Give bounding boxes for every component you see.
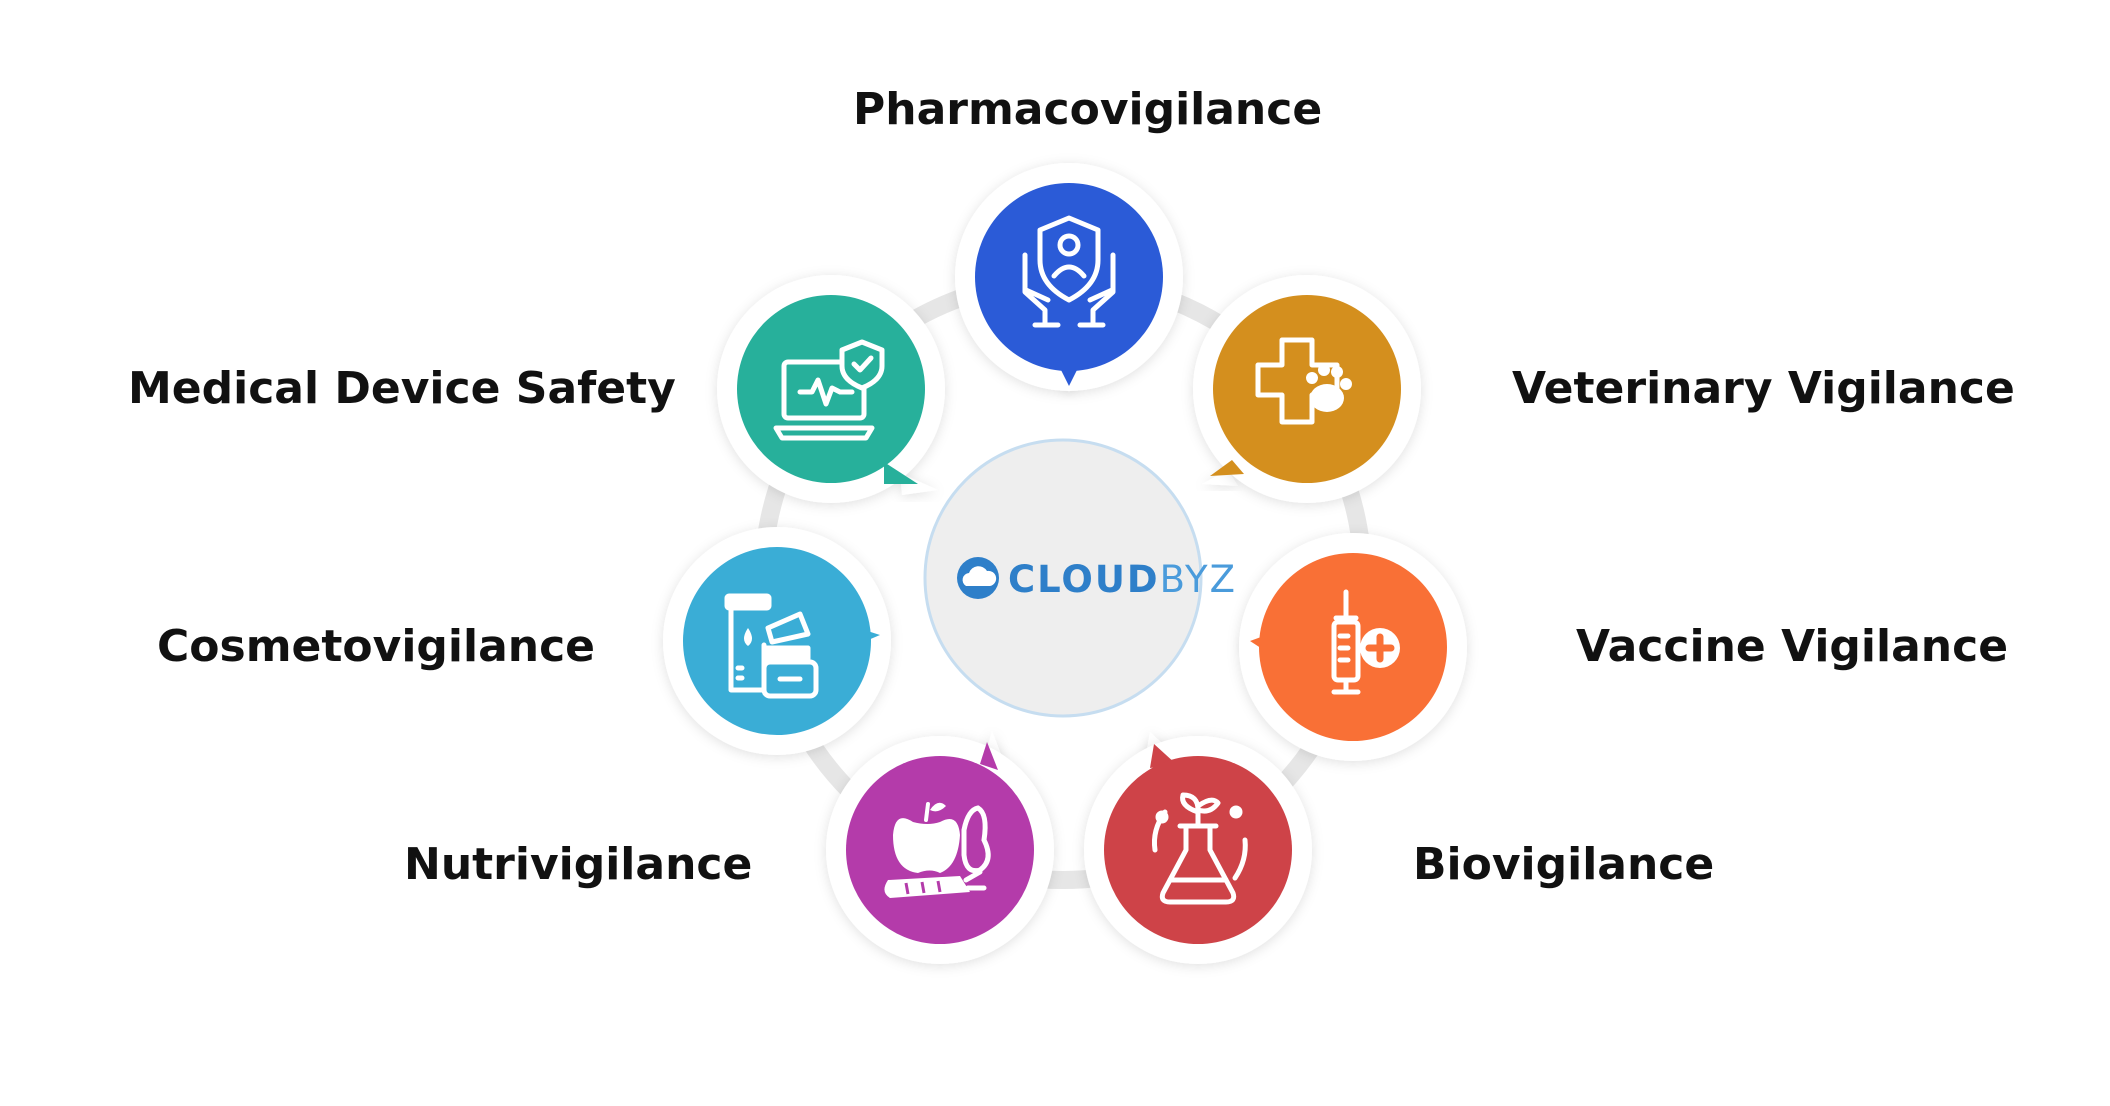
label-nutrivigilance: Nutrivigilance	[404, 839, 753, 890]
shield-hands-icon	[1022, 215, 1116, 328]
veterinary-vigilance-bubble	[1213, 295, 1401, 483]
fruit-vegetable-icon	[884, 802, 991, 898]
node-vaccine-vigilance	[1239, 533, 1467, 761]
pharmacovigilance-bubble	[975, 183, 1163, 371]
flask-plant-icon	[1152, 792, 1248, 905]
paw-cross-icon	[1255, 337, 1352, 425]
label-medical-device-safety: Medical Device Safety	[128, 363, 676, 414]
cloud-icon	[957, 557, 999, 599]
cosmetics-icon	[724, 593, 819, 699]
center-circle	[923, 438, 1203, 718]
label-veterinary-vigilance: Veterinary Vigilance	[1512, 363, 2015, 414]
syringe-icon	[1331, 589, 1361, 695]
center-hub: CLOUDBYZ	[923, 438, 1237, 718]
node-cosmetovigilance	[663, 527, 891, 755]
node-biovigilance	[1084, 732, 1312, 964]
label-cosmetovigilance: Cosmetovigilance	[157, 621, 596, 672]
node-medical-device-safety	[717, 275, 945, 503]
biovigilance-bubble	[1104, 756, 1292, 944]
node-nutrivigilance	[826, 731, 1054, 964]
logo-text-byz: BYZ	[1160, 558, 1237, 601]
logo-text-cloud: CLOUD	[1008, 558, 1160, 601]
node-veterinary-vigilance	[1193, 275, 1421, 503]
monitor-shield-icon	[773, 339, 885, 441]
cloudbyz-logo: CLOUDBYZ	[957, 557, 1237, 601]
vaccine-vigilance-bubble	[1259, 553, 1447, 741]
label-pharmacovigilance: Pharmacovigilance	[853, 84, 1323, 135]
label-biovigilance: Biovigilance	[1413, 839, 1715, 890]
svg-text:CLOUDBYZ: CLOUDBYZ	[1008, 558, 1237, 601]
node-pharmacovigilance	[955, 163, 1183, 393]
label-vaccine-vigilance: Vaccine Vigilance	[1576, 621, 2009, 672]
